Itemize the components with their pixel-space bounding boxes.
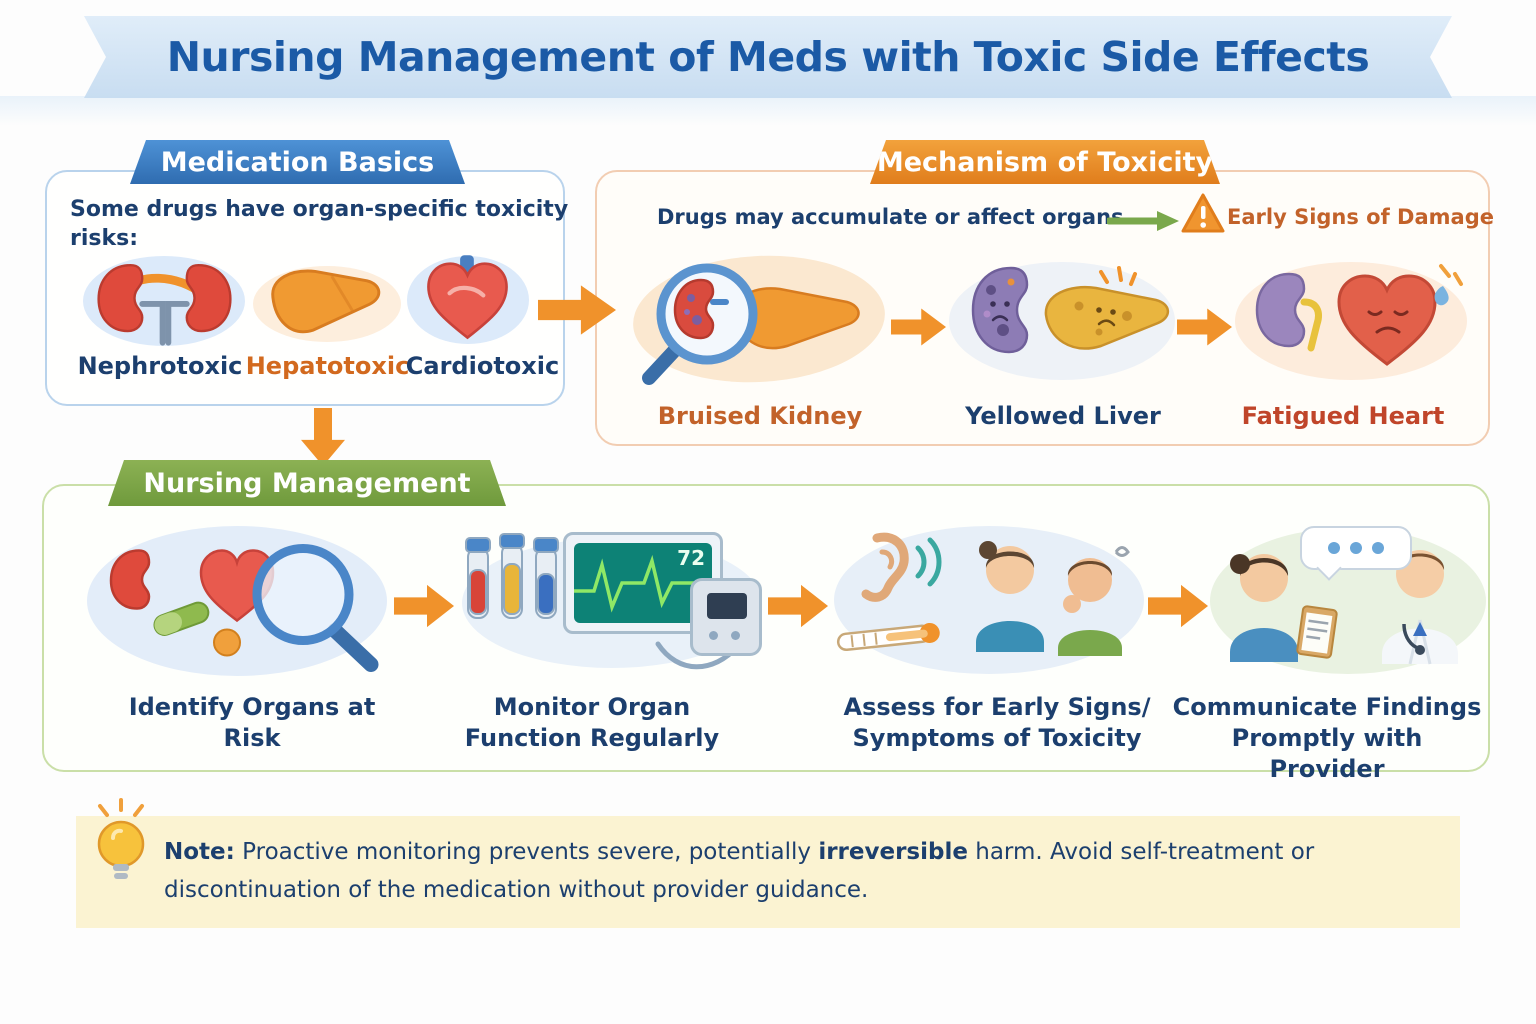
liver-icon [271,269,381,334]
medication-basics-section: Medication Basics Some drugs have organ-… [45,140,568,412]
mechanism-header: Mechanism of Toxicity [870,140,1220,184]
ecg-trace-icon [574,554,712,613]
medication-basics-header: Medication Basics [130,140,465,184]
stage-label-yellowed-liver: Yellowed Liver [965,402,1161,430]
note-prefix: Note: [164,839,235,865]
step-label-assess: Assess for Early Signs/ Symptoms of Toxi… [843,693,1151,753]
title-underlay [0,96,1536,126]
fatigued-heart-illustration [1255,264,1463,366]
kidney-icon [97,263,232,346]
organ-label-cardiotoxic: Cardiotoxic [405,352,560,380]
early-signs-label: Early Signs of Damage [1227,205,1494,229]
green-arrow-icon [1107,211,1179,231]
test-tubes-icon [465,533,559,619]
heart-rate-value: 72 [677,546,705,570]
step-label-monitor: Monitor Organ Function Regularly [464,693,720,753]
step-label-identify: Identify Organs at Risk [128,693,376,753]
assess-symptoms-illustration [836,532,1130,656]
lightbulb-icon [97,798,145,879]
bp-button [731,631,740,640]
step-label-communicate: Communicate Findings Promptly with Provi… [1172,693,1482,784]
stage-label-fatigued-heart: Fatigued Heart [1241,402,1445,430]
speech-bubble-icon [1300,526,1412,570]
bp-button [709,631,718,640]
monitor-illustration: 72 [458,520,763,685]
stage-label-bruised-kidney: Bruised Kidney [657,402,863,430]
warning-icon [1181,193,1225,233]
medication-basics-intro: Some drugs have organ-specific toxicity … [70,197,569,251]
bp-monitor [690,578,762,656]
mechanism-intro: Drugs may accumulate or affect organs [657,205,1124,229]
ecg-screen: 72 [574,543,712,623]
identify-organs-illustration [109,544,379,672]
page-title: Nursing Management of Meds with Toxic Si… [166,33,1370,81]
bp-screen [707,593,747,619]
sick-kidney-liver-illustration [971,266,1170,354]
magnifier-kidney-illustration [642,263,860,385]
organ-label-hepatotoxic: Hepatotoxic [245,352,410,380]
note-bold-word: irreversible [818,839,968,865]
title-banner: Nursing Management of Meds with Toxic Si… [84,16,1452,98]
note-section: Note: Proactive monitoring prevents seve… [76,796,1466,936]
nursing-management-header: Nursing Management [108,460,506,506]
flow-arrow-basics-to-nursing [301,408,345,466]
note-text: Note: Proactive monitoring prevents seve… [164,839,1315,903]
nursing-management-section: Nursing Management [42,460,1490,783]
note-banner [76,816,1460,928]
mechanism-section: Mechanism of Toxicity Drugs may accumula… [595,140,1494,452]
organ-label-nephrotoxic: Nephrotoxic [77,352,243,380]
heart-icon [427,255,508,340]
